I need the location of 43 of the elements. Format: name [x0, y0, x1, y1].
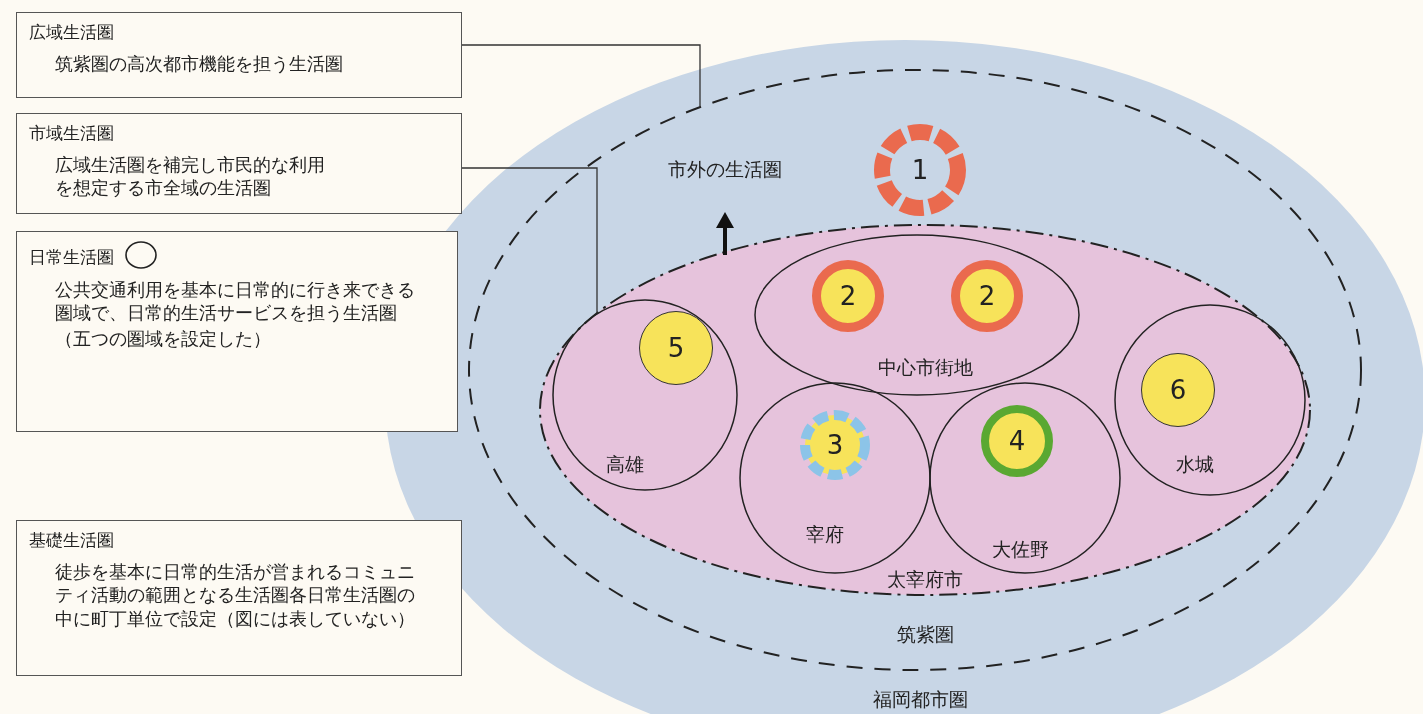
numbered-circle [951, 260, 1023, 332]
number-label: 6 [1169, 375, 1187, 405]
text-box [16, 12, 462, 98]
area-label: 筑紫圏 [896, 622, 954, 647]
area-ellipse [553, 300, 737, 490]
box-heading: 基礎生活圏 [29, 529, 114, 552]
box-heading: 市域生活圏 [29, 122, 114, 145]
area-ellipse [1115, 305, 1305, 495]
area-label: 水城 [1176, 452, 1214, 477]
numbered-circle [800, 410, 870, 480]
number-label: 2 [978, 281, 996, 311]
area-label: 高雄 [606, 452, 644, 477]
number-label: 5 [667, 333, 685, 363]
area-ellipse [469, 70, 1361, 670]
number-label: 2 [839, 281, 857, 311]
area-label: 宰府 [806, 522, 844, 547]
number-label: 4 [1008, 426, 1026, 456]
numbered-circle [981, 405, 1053, 477]
area-label: 福岡都市圏 [872, 687, 968, 712]
numbered-circle [1141, 353, 1215, 427]
text-box [16, 113, 462, 214]
area-ellipse [540, 225, 1310, 595]
description-text: （五つの圏域を設定した） [55, 326, 272, 351]
area-label: 市外の生活圏 [668, 157, 782, 182]
text-box [16, 231, 458, 432]
box-heading: 広域生活圏 [29, 21, 114, 44]
box-heading: 日常生活圏 [29, 245, 114, 269]
number-label: 1 [911, 155, 929, 185]
area-label: 太宰府市 [887, 567, 963, 592]
area-label: 中心市街地 [877, 355, 973, 380]
numbered-circle [874, 124, 966, 216]
number-label: 3 [826, 430, 844, 460]
description-text: 徒歩を基本に日常的生活が営まれるコミュニティ活動の範囲となる生活圏各日常生活圏の中に町丁単位で設定（図には表していない） [55, 560, 416, 631]
area-label: 大佐野 [991, 537, 1049, 562]
leader-line [461, 44, 701, 108]
description-text: 公共交通利用を基本に日常的に行き来できる圏域で、日常的生活サービスを担う生活圏 [55, 278, 415, 325]
numbered-circle [639, 311, 713, 385]
description-text: 広域生活圏を補完し市民的な利用を想定する市全域の生活圏 [55, 153, 326, 200]
numbered-circle [812, 260, 884, 332]
leader-line [461, 167, 598, 314]
area-ellipse [755, 235, 1079, 395]
text-box [16, 520, 462, 676]
description-text: 筑紫圏の高次都市機能を担う生活圏 [55, 52, 344, 76]
